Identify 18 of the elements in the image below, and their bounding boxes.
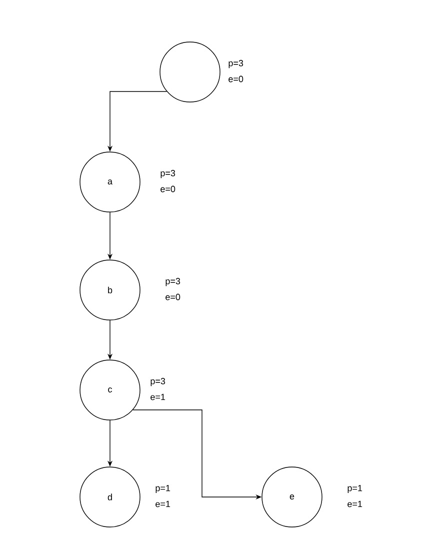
node-annotation: e=0 — [160, 186, 176, 192]
node-annotation: p=3 — [160, 170, 176, 178]
node-annotation: e=0 — [228, 76, 244, 82]
circle-node: b — [80, 260, 140, 320]
node-annotation: e=0 — [166, 294, 180, 300]
node-annotation: e=1 — [156, 500, 170, 508]
circle-node: e — [262, 466, 322, 528]
node-annotation: p=3 — [150, 378, 166, 386]
empty-circle — [160, 42, 220, 102]
node-annotation: p=1 — [156, 484, 170, 494]
circle-node: c — [80, 360, 140, 420]
node-annotation: p=3 — [166, 278, 180, 286]
node-annotation: p=3 — [228, 60, 244, 68]
node-annotation: e=1 — [150, 394, 166, 400]
circle-node: d — [80, 466, 140, 528]
circle-node: a — [80, 152, 140, 212]
node-annotation: e=1 — [348, 500, 362, 508]
node-annotation: p=1 — [348, 484, 362, 494]
